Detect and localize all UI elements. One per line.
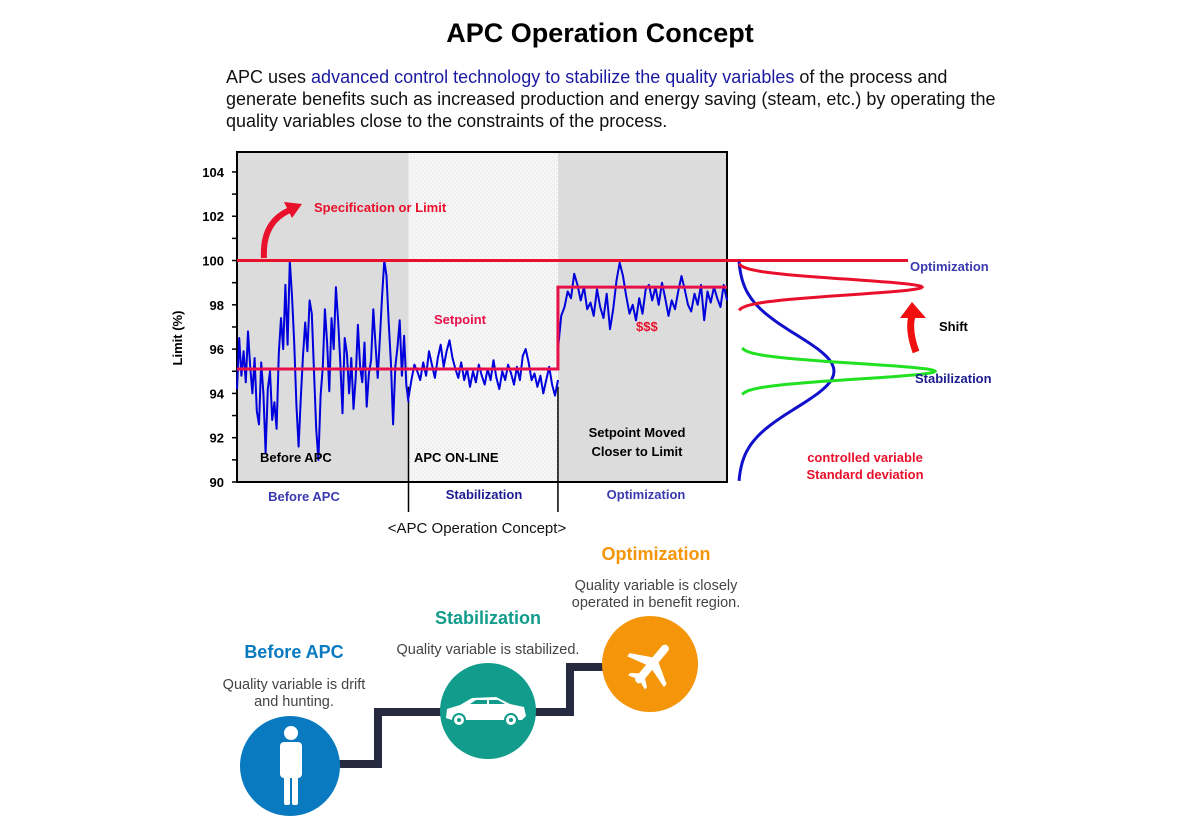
dist-curve-optimization <box>737 262 925 312</box>
region-stabilization <box>408 152 558 482</box>
person-icon <box>280 726 302 805</box>
region-label-before: Before APC <box>268 489 340 504</box>
apc-online-label: APC ON-LINE <box>414 450 499 465</box>
intro-paragraph: APC uses advanced control technology to … <box>226 66 1006 132</box>
dist-curve-before-apc <box>737 261 836 482</box>
dist-label-stabilization: Stabilization <box>915 371 992 386</box>
before-apc-circle <box>240 716 340 816</box>
setpoint-moved-label-2: Closer to Limit <box>591 444 683 459</box>
stage-title-stabilization: Stabilization <box>434 608 541 628</box>
std-label-1: controlled variable <box>807 450 923 465</box>
stage-title-before-apc: Before APC <box>244 642 344 662</box>
y-tick-label: 104 <box>202 165 224 180</box>
stage-desc-optimization: Quality variable is closely operated in … <box>536 578 776 612</box>
staircase-path <box>335 663 610 768</box>
y-tick-label: 102 <box>202 209 224 224</box>
dist-curve-stabilization <box>741 347 938 396</box>
car-icon <box>446 697 526 727</box>
stage-desc-optimization-line2: operated in benefit region. <box>571 595 741 611</box>
y-tick-label: 98 <box>210 298 224 313</box>
stage-title-optimization: Optimization <box>601 544 711 564</box>
stage-desc-optimization-line1: Quality variable is closely <box>574 578 738 594</box>
chart-caption: <APC Operation Concept> <box>388 520 567 537</box>
setpoint-label: Setpoint <box>434 312 487 327</box>
stage-desc-before-apc-line1: Quality variable is drift <box>222 677 366 693</box>
intro-highlight: advanced control technology to stabilize… <box>311 67 795 87</box>
stabilization-circle <box>440 663 536 759</box>
before-apc-inner-label: Before APC <box>260 450 332 465</box>
setpoint-moved-label-1: Setpoint Moved <box>589 425 686 440</box>
y-tick-label: 94 <box>210 386 225 401</box>
y-axis-label: Limit (%) <box>170 311 185 366</box>
limit-arrow-stem <box>260 207 292 259</box>
series-line-2 <box>407 339 559 398</box>
y-tick-label: 96 <box>210 342 224 357</box>
limit-arrow-head <box>284 202 302 218</box>
airplane-icon <box>627 644 669 690</box>
dist-label-optimization: Optimization <box>910 259 989 274</box>
region-optimization <box>557 152 727 482</box>
series-line-1 <box>236 259 410 461</box>
shift-arrow-stem <box>907 315 920 354</box>
intro-text-post: of the process and generate benefits suc… <box>226 67 996 131</box>
plot-frame <box>236 151 728 483</box>
limit-label: Specification or Limit <box>314 200 447 215</box>
y-tick-label: 90 <box>210 475 224 490</box>
optimization-circle <box>602 616 698 712</box>
money-label: $$$ <box>636 319 658 334</box>
intro-text-pre: APC uses <box>226 67 312 87</box>
y-tick-label: 100 <box>202 254 224 269</box>
setpoint-line <box>237 285 727 371</box>
series-line-3 <box>557 261 728 350</box>
page-title: APC Operation Concept <box>446 18 754 48</box>
stage-desc-before-apc: Quality variable is drift and hunting. <box>174 677 414 711</box>
stage-desc-stabilization-line1: Quality variable is stabilized. <box>396 642 580 658</box>
shift-arrow-head <box>900 302 926 318</box>
stage-desc-stabilization: Quality variable is stabilized. <box>358 642 618 659</box>
std-label-2: Standard deviation <box>806 467 923 482</box>
shift-label: Shift <box>939 319 969 334</box>
region-label-stabilization: Stabilization <box>446 487 523 502</box>
y-tick-label: 92 <box>210 431 224 446</box>
stage-desc-before-apc-line2: and hunting. <box>254 694 334 710</box>
region-label-optimization: Optimization <box>607 487 686 502</box>
